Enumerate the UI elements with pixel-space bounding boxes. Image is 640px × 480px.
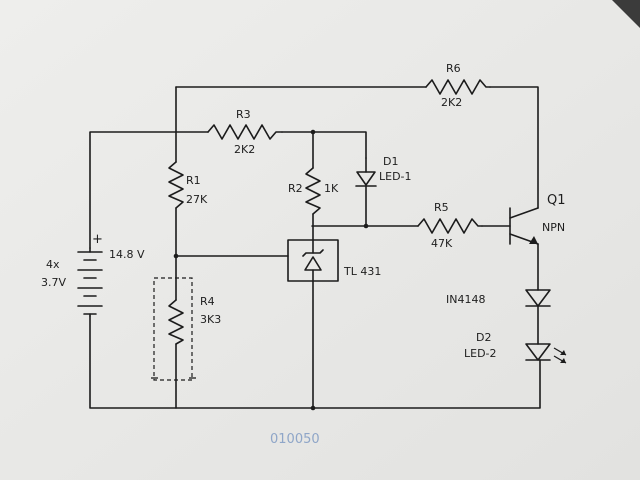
d2-value: LED-2	[464, 347, 497, 360]
resistor-r2	[305, 167, 321, 215]
q1-type: NPN	[542, 221, 565, 234]
resistor-r1	[168, 161, 184, 209]
npn-transistor-q1	[509, 207, 539, 245]
u1-name: TL 431	[343, 265, 381, 278]
in4148-label: IN4148	[446, 293, 485, 306]
r5-value: 47K	[431, 237, 453, 250]
resistor-r5	[417, 218, 483, 234]
battery-total-voltage: 14.8 V	[109, 248, 145, 261]
stamp-number: 010050	[270, 432, 320, 447]
d1-value: LED-1	[379, 170, 412, 183]
r4-name: R4	[200, 295, 215, 308]
junction-r2	[310, 129, 316, 135]
battery-cell-voltage: 3.7V	[41, 276, 66, 289]
r3-value: 2K2	[234, 143, 255, 156]
battery-symbol	[77, 247, 103, 317]
r3-name: R3	[236, 108, 251, 121]
r4-value: 3K3	[200, 313, 221, 326]
r2-name: R2	[288, 182, 303, 195]
battery-plus-sign: +	[92, 232, 103, 247]
resistor-r4	[168, 299, 184, 345]
led-d2-symbol	[525, 343, 567, 364]
q1-name: Q1	[547, 193, 566, 208]
battery-count: 4x	[46, 258, 60, 271]
led-d1-symbol	[355, 157, 377, 187]
r1-value: 27K	[186, 193, 208, 206]
d1-name: D1	[383, 155, 398, 168]
wire-r3-line	[89, 131, 367, 249]
r2-value: 1K	[324, 182, 339, 195]
d2-name: D2	[476, 331, 491, 344]
resistor-r3	[207, 124, 283, 140]
junction-ref	[173, 253, 179, 259]
junction-d1	[363, 223, 369, 229]
r1-name: R1	[186, 174, 201, 187]
diode-in4148-symbol	[525, 289, 551, 307]
tl431-symbol	[287, 239, 339, 282]
wire-top-r6	[175, 86, 539, 209]
junction-gnd	[310, 405, 316, 411]
r5-name: R5	[434, 201, 449, 214]
r6-value: 2K2	[441, 96, 462, 109]
r6-name: R6	[446, 62, 461, 75]
resistor-r6	[425, 79, 491, 95]
